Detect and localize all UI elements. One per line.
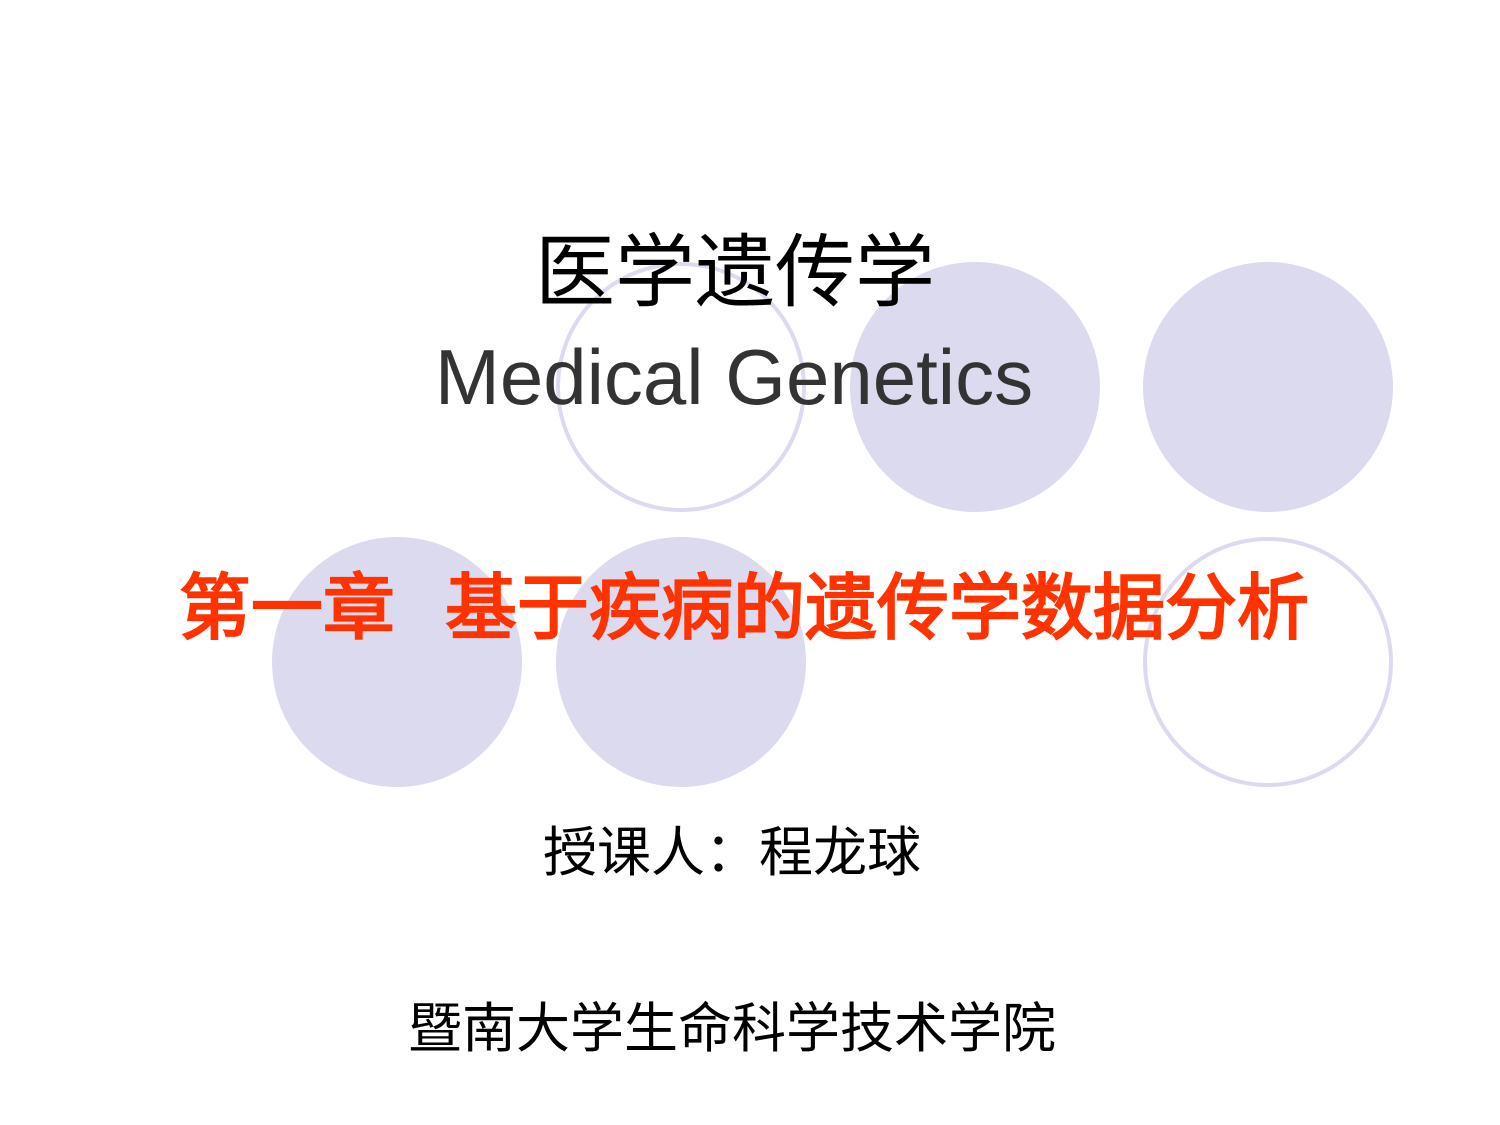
decorative-circle-filled [556, 537, 806, 787]
decorative-circle-outline [556, 262, 806, 512]
chapter-heading: 第一章 基于疾病的遗传学数据分析 [178, 566, 1310, 650]
institution-line: 暨南大学生命科学技术学院 [408, 997, 1056, 1060]
slide-title-chinese: 医学遗传学 [535, 226, 935, 319]
slide-title-english: Medical Genetics [434, 333, 1034, 421]
decorative-circle-filled [1143, 262, 1393, 512]
decorative-circle-filled [850, 262, 1100, 512]
decorative-circle-outline [1143, 537, 1393, 787]
decorative-circle-filled [272, 537, 522, 787]
lecturer-line: 授课人：程龙球 [543, 821, 921, 884]
